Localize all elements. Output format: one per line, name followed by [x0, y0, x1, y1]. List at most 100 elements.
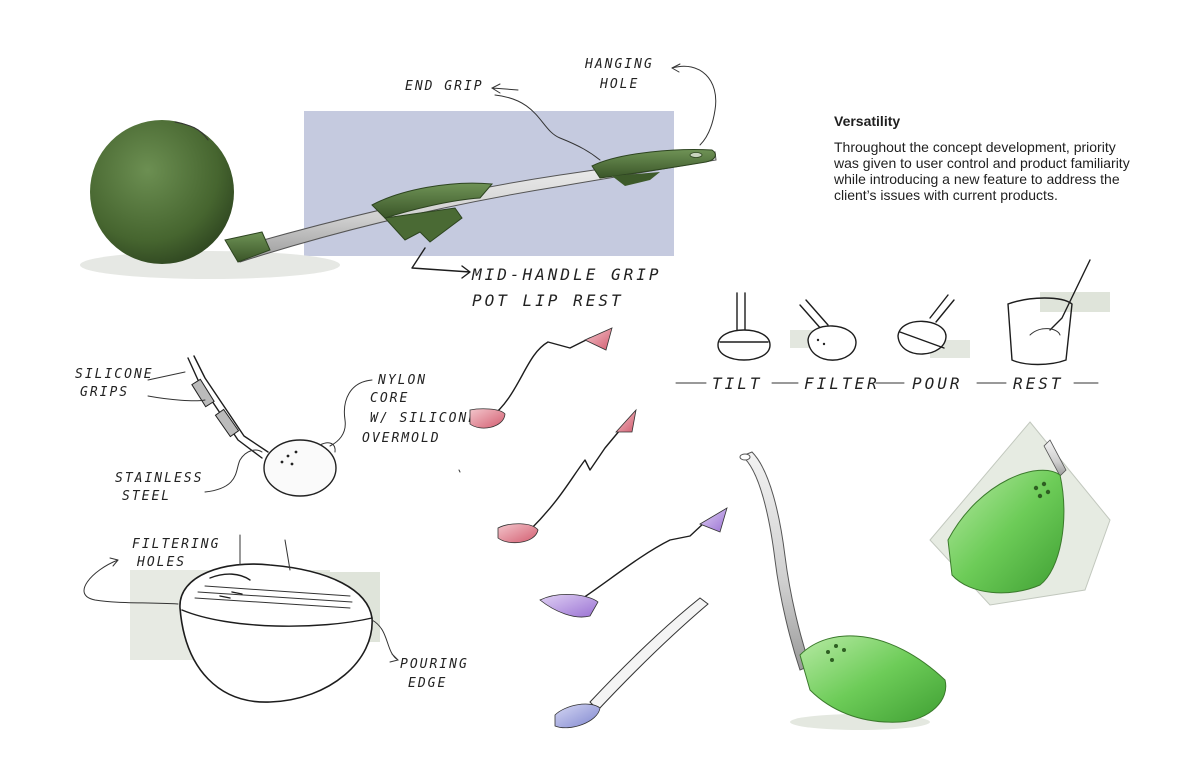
variant-2-bowl	[497, 523, 539, 544]
head-filter-holes	[209, 573, 251, 581]
materials-hole	[290, 462, 294, 466]
variant-1-grip	[584, 327, 613, 351]
variant-2	[497, 408, 637, 544]
mode-label-pour: POUR	[912, 374, 963, 393]
pour-level	[899, 331, 945, 349]
label-nylon-3: W/ SILICONE	[370, 411, 478, 426]
section-title: Versatility	[834, 113, 901, 129]
ladle-shadow	[80, 251, 340, 279]
leader-hanging-hole	[671, 65, 717, 146]
materials-handle	[187, 357, 263, 459]
hero-ladle	[80, 111, 717, 279]
filter-handle	[799, 299, 829, 331]
mid-handle-grip	[371, 182, 494, 219]
filter-hole	[816, 338, 820, 342]
head-hole-marks	[219, 591, 243, 599]
green-ladle-bowl	[799, 635, 947, 723]
leader-pouring	[371, 619, 399, 663]
materials-hole	[294, 450, 298, 454]
label-hanging-1: HANGING	[584, 57, 654, 72]
materials-annotations: SILICONE GRIPS NYLON CORE W/ SILICONE OV…	[75, 367, 478, 504]
filter-head-sketch	[130, 534, 380, 703]
rest-handle	[1049, 259, 1091, 331]
variant-2-handle	[529, 429, 621, 531]
mode-tilt	[717, 292, 771, 361]
head-stems	[239, 534, 291, 571]
materials-bowl	[263, 439, 337, 497]
mode-label-tilt: TILT	[712, 374, 763, 393]
label-pot-lip-rest: POT LIP REST	[472, 291, 624, 310]
stray-mark	[458, 469, 461, 473]
ladle-bowl-rim	[174, 121, 209, 141]
mode-rest	[1007, 259, 1110, 366]
variant-4-handle	[589, 597, 709, 711]
variant-3-bowl	[539, 593, 599, 618]
mode-label-rest: REST	[1013, 374, 1064, 393]
arrow-mid-grip	[411, 247, 471, 279]
green-ladle-hole	[739, 453, 751, 461]
rest-pot	[1007, 297, 1073, 366]
closeup-filter-hole	[1041, 481, 1047, 487]
leader-steel	[204, 449, 263, 493]
neck-grip	[224, 231, 271, 263]
label-steel-2: STEEL	[122, 489, 171, 504]
label-nylon-4: OVERMOLD	[362, 431, 441, 446]
label-pouring-2: EDGE	[408, 676, 447, 691]
head-body	[179, 563, 373, 703]
closeup-filter-hole	[1037, 493, 1043, 499]
mode-icons: TILT FILTER POUR REST	[675, 259, 1110, 393]
pour-bowl	[897, 320, 947, 355]
arrow-end-grip	[490, 83, 519, 94]
label-silicone-2: GRIPS	[80, 385, 129, 400]
filter-hole	[822, 342, 826, 346]
leader-nylon	[329, 379, 373, 447]
mode-label-filter: FILTER	[804, 374, 880, 393]
hanging-hole	[689, 152, 703, 158]
materials-handle-edge	[193, 355, 269, 453]
end-grip-underside	[612, 172, 660, 186]
variant-3-handle	[579, 521, 706, 601]
variant-1-bowl	[469, 408, 506, 429]
green-ladle-filter-hole	[842, 648, 846, 652]
green-ladle-handle	[741, 451, 811, 671]
section-body: Throughout the concept development, prio…	[834, 139, 1130, 203]
label-filtering-1: FILTERING	[132, 537, 220, 552]
materials-grip-lower	[214, 408, 240, 438]
head-rim-line	[181, 609, 373, 627]
variant-4-bowl	[554, 703, 601, 729]
leader-end-grip	[494, 94, 601, 161]
variant-3-grip	[699, 507, 728, 533]
label-nylon-1: NYLON	[377, 373, 427, 388]
label-nylon-2: CORE	[370, 391, 409, 406]
filter-bowl	[807, 325, 857, 361]
head-annotations: FILTERING HOLES POURING EDGE	[83, 537, 467, 691]
materials-hole	[286, 454, 290, 458]
arrow-filtering	[109, 557, 119, 567]
leader-filtering	[83, 559, 179, 605]
rest-shade	[1040, 292, 1110, 312]
variant-1-handle	[489, 337, 591, 419]
pot-lip-rest	[383, 207, 463, 243]
label-mid-grip: MID-HANDLE GRIP	[471, 265, 662, 284]
closeup-filter-hole	[1033, 485, 1039, 491]
hero-annotations: END GRIP HANGING HOLE MID-HANDLE GRIP PO…	[405, 57, 717, 310]
label-silicone-1: SILICONE	[75, 367, 154, 382]
label-end-grip: END GRIP	[405, 79, 484, 94]
variant-1	[469, 327, 613, 429]
label-filtering-2: HOLES	[136, 555, 186, 570]
closeup-frame-edge	[929, 421, 1111, 606]
label-hanging-2: HOLE	[599, 77, 639, 92]
tilt-bowl	[717, 329, 771, 361]
materials-bowl-tip	[319, 442, 336, 453]
closeup-filter-hole	[1045, 489, 1051, 495]
variant-2-grip	[615, 408, 637, 433]
rest-bowl	[1029, 328, 1061, 336]
materials-grip-upper	[191, 378, 215, 408]
variant-3	[539, 507, 728, 618]
tilt-handle	[736, 292, 746, 336]
variant-4	[554, 597, 709, 729]
label-steel-1: STAINLESS	[115, 471, 203, 486]
green-ladle-filter-hole	[834, 644, 838, 648]
mode-filter	[790, 299, 857, 361]
